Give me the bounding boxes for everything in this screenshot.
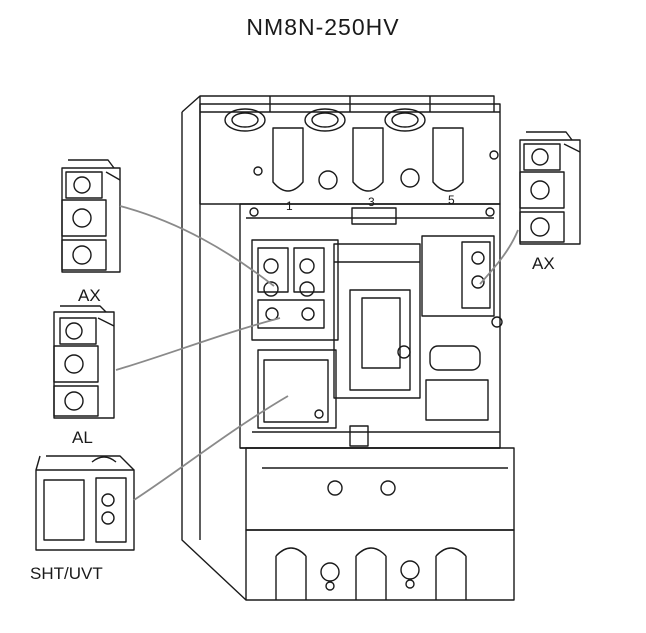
label-sht-uvt: SHT/UVT [30, 564, 103, 583]
pole-marking-5: 5 [448, 193, 455, 207]
label-al: AL [72, 428, 93, 447]
pole-marking-1: 1 [286, 199, 293, 213]
leader-ax-left [119, 205, 275, 287]
leader-sht-uvt [133, 395, 289, 501]
diagram-title: NM8N-250HV [246, 14, 400, 40]
leader-ax-right [479, 229, 519, 285]
ax-accessory-left [61, 159, 121, 273]
label-ax-right: AX [532, 254, 555, 273]
circuit-breaker-body [181, 95, 515, 601]
sht-uvt-accessory [35, 455, 135, 551]
pole-marking-3: 3 [368, 195, 375, 209]
al-accessory [53, 305, 115, 419]
label-ax-left: AX [78, 286, 101, 305]
ax-accessory-right [519, 131, 581, 245]
leader-lines [115, 205, 519, 501]
leader-al [115, 317, 281, 371]
